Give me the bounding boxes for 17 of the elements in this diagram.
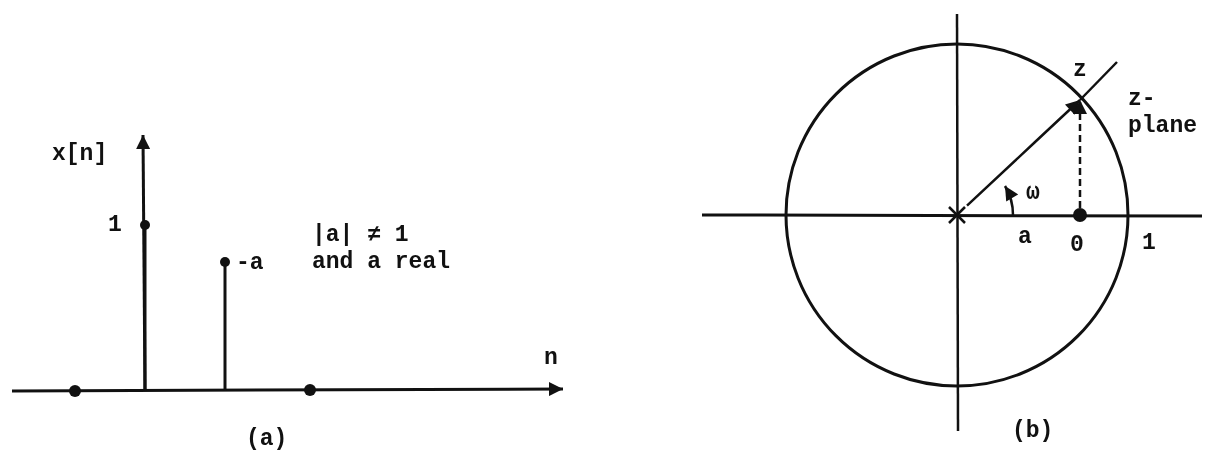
plane-label: z-plane <box>1128 86 1198 140</box>
value-label: -a <box>236 250 264 277</box>
value-label: 1 <box>108 212 122 239</box>
vector-arrow <box>966 99 1081 207</box>
zero-label: 0 <box>1070 232 1084 259</box>
angle-label: ω <box>1026 180 1040 207</box>
zero-dot <box>1073 208 1087 222</box>
dashed-arrow <box>1073 100 1087 208</box>
note-text: |a| ≠ 1 and a real <box>312 222 452 276</box>
axis-label: x[n] <box>52 141 108 168</box>
panel-caption: (b) <box>1012 418 1054 445</box>
pole-cross <box>947 205 967 225</box>
length-label: a <box>1018 224 1032 251</box>
axis-label: n <box>544 345 558 372</box>
panel-caption: (a) <box>246 426 288 452</box>
point-label: z <box>1068 58 1092 100</box>
axis-label: 1 <box>1142 230 1156 257</box>
